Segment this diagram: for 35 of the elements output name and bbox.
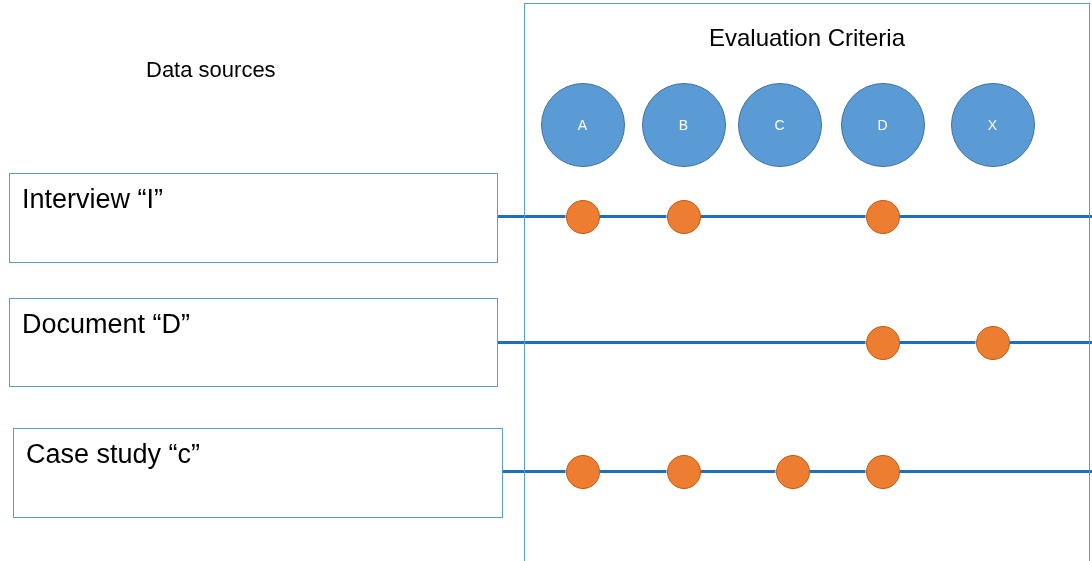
connector-line bbox=[899, 470, 1092, 473]
data-point-dot bbox=[975, 325, 1010, 360]
source-label: Case study “c” bbox=[26, 439, 201, 470]
data-point-dot bbox=[865, 325, 900, 360]
connector-line bbox=[1009, 341, 1092, 344]
connector-line bbox=[498, 341, 866, 344]
criteria-panel bbox=[524, 3, 1090, 561]
data-point-dot bbox=[666, 454, 701, 489]
data-point-dot bbox=[565, 199, 600, 234]
criterion-label: X bbox=[987, 116, 998, 133]
data-point-dot bbox=[775, 454, 810, 489]
panel-title: Evaluation Criteria bbox=[707, 24, 907, 52]
data-point-dot bbox=[865, 454, 900, 489]
source-box bbox=[9, 298, 498, 387]
connector-line bbox=[700, 470, 776, 473]
source-label: Interview “I” bbox=[22, 184, 164, 215]
data-point-dot bbox=[666, 199, 701, 234]
source-label: Document “D” bbox=[22, 309, 191, 340]
connector-line bbox=[899, 215, 1092, 218]
connector-line bbox=[503, 470, 566, 473]
source-box bbox=[9, 173, 498, 263]
connector-line bbox=[899, 341, 976, 344]
connector-line bbox=[809, 470, 866, 473]
section-heading: Data sources bbox=[146, 57, 276, 83]
source-box bbox=[13, 428, 503, 518]
criterion-label: B bbox=[678, 116, 689, 133]
data-point-dot bbox=[865, 199, 900, 234]
connector-line bbox=[599, 215, 667, 218]
criterion-label: A bbox=[577, 116, 588, 133]
connector-line bbox=[599, 470, 667, 473]
connector-line bbox=[700, 215, 866, 218]
data-point-dot bbox=[565, 454, 600, 489]
criterion-label: D bbox=[877, 116, 888, 133]
criterion-label: C bbox=[774, 116, 785, 133]
connector-line bbox=[498, 215, 566, 218]
